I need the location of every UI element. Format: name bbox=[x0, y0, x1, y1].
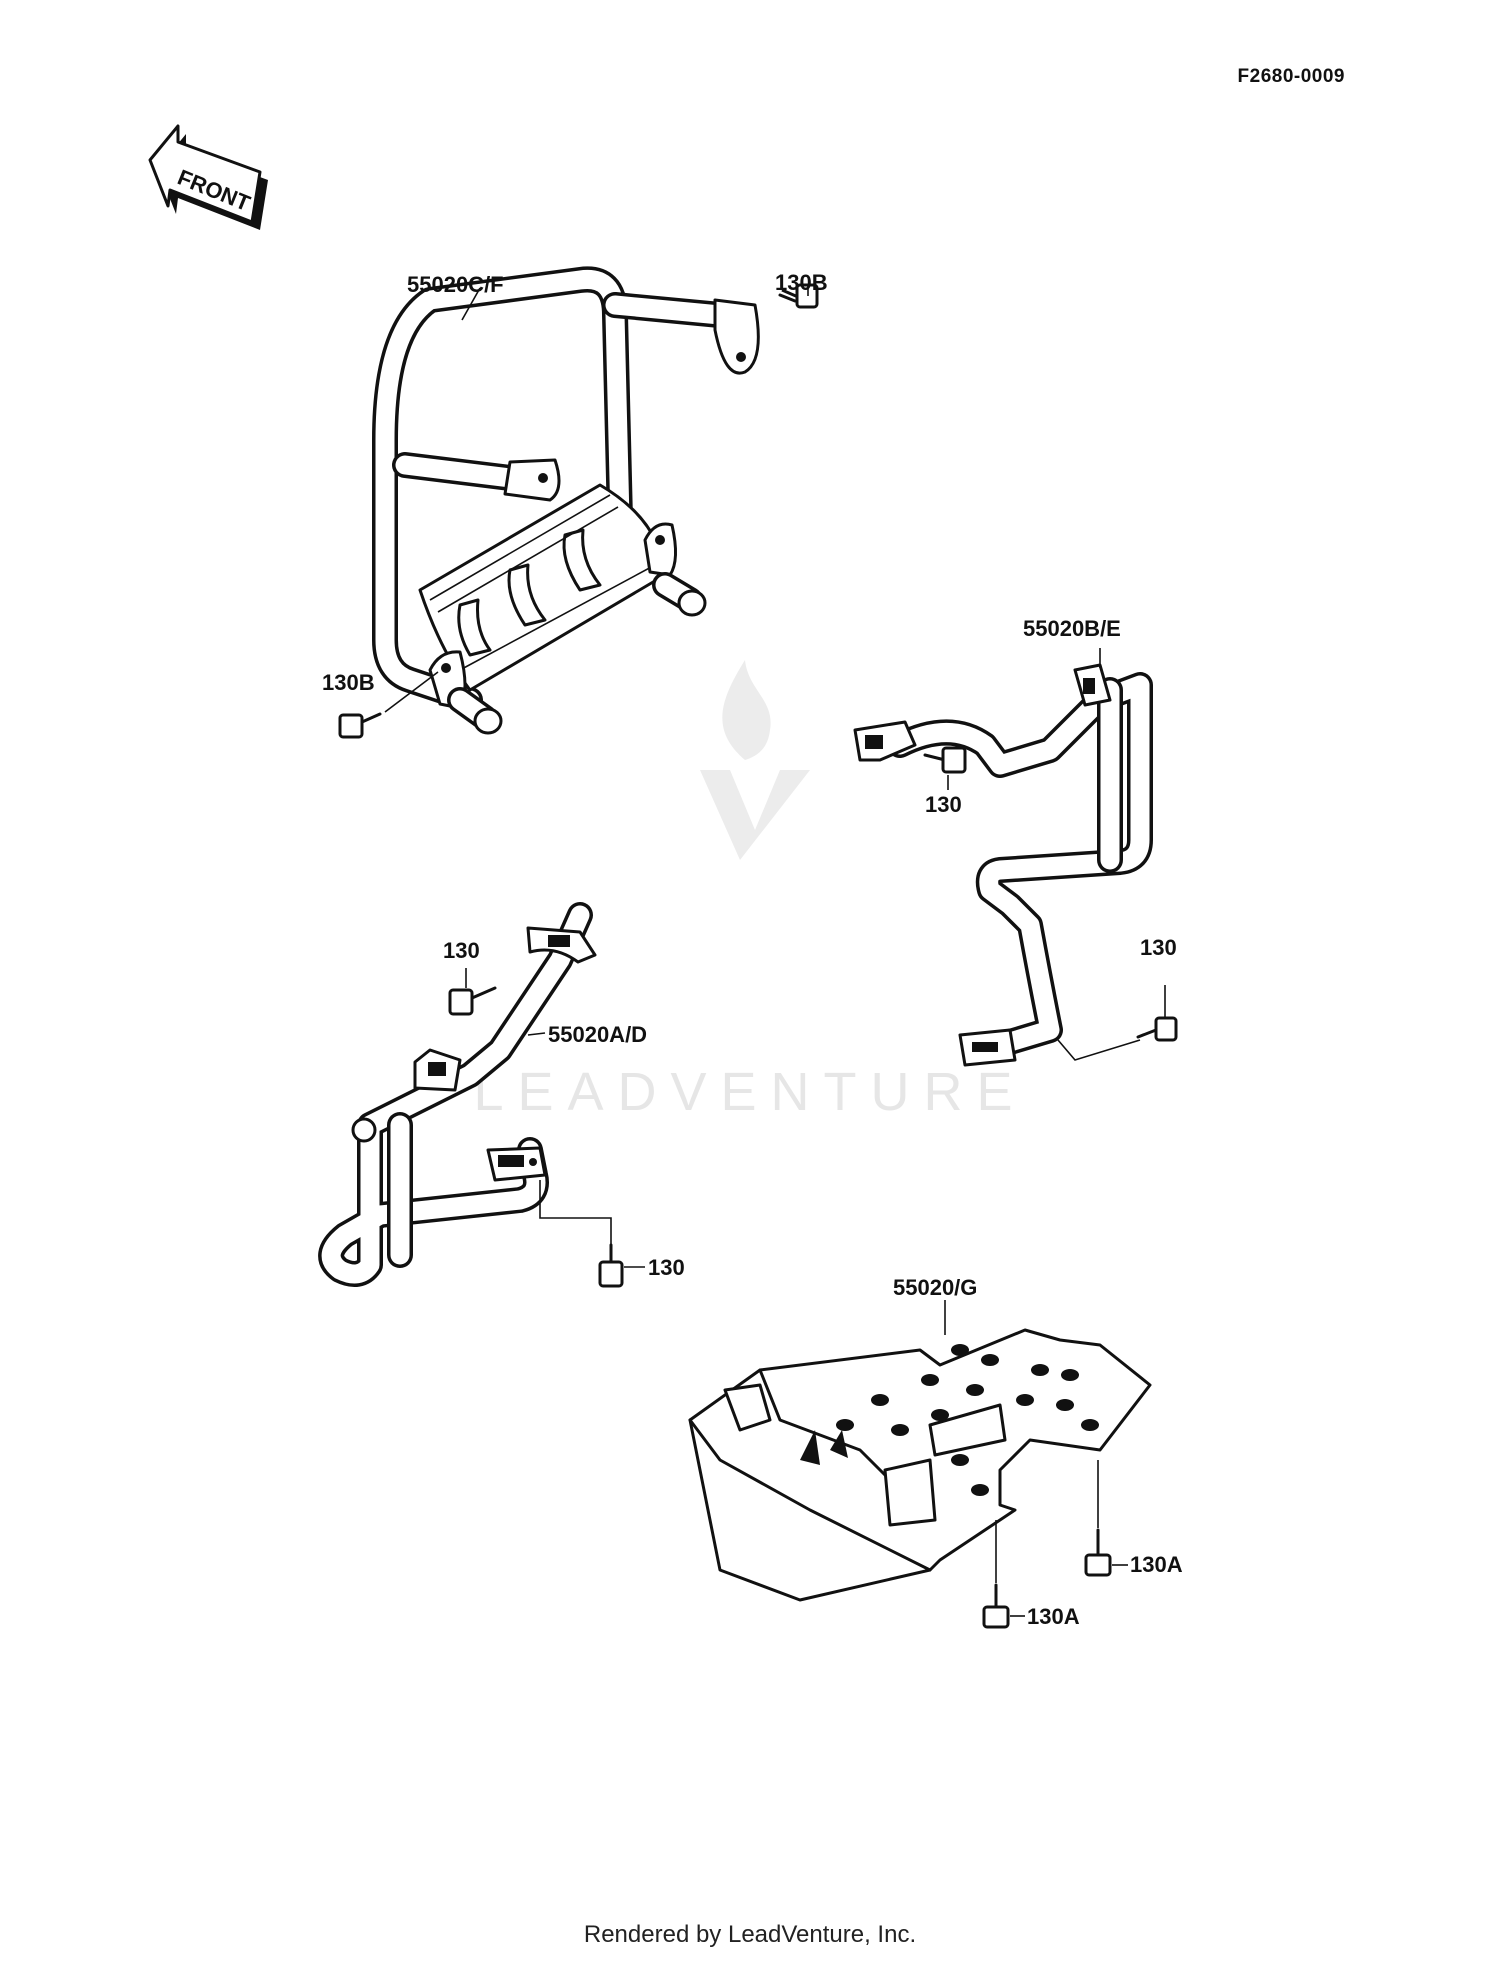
watermark-text: LEADVENTURE bbox=[473, 1062, 1026, 1122]
bolt-130a-left bbox=[982, 1583, 1010, 1629]
right-footguard-55020BE bbox=[853, 663, 1153, 1067]
left-footguard-55020AD bbox=[318, 902, 597, 1287]
callout-front-guard: 55020C/F bbox=[407, 272, 504, 297]
callout-left-footguard-bolt-lower: 130 bbox=[648, 1255, 685, 1280]
callout-front-guard-bolt-upper: 130B bbox=[775, 270, 828, 295]
bolt-130-left-lower bbox=[598, 1243, 624, 1288]
bolt-130-right-lower bbox=[1136, 1016, 1178, 1042]
skid-plate-55020G bbox=[688, 1328, 1152, 1602]
leadventure-watermark: LEADVENTURE bbox=[473, 660, 1026, 1122]
callout-left-footguard-bolt-upper: 130 bbox=[443, 938, 480, 963]
callout-skid-plate-bolt-left: 130A bbox=[1027, 1604, 1080, 1629]
callout-skid-plate: 55020/G bbox=[893, 1275, 977, 1300]
callout-right-footguard: 55020B/E bbox=[1023, 616, 1121, 641]
callout-skid-plate-bolt-right: 130A bbox=[1130, 1552, 1183, 1577]
bolt-130b-upper bbox=[778, 283, 819, 309]
bolt-130-right-upper bbox=[923, 746, 967, 774]
bolt-130-left-upper bbox=[448, 986, 497, 1016]
front-guard-55020CF bbox=[372, 266, 760, 735]
callout-front-guard-bolt-lower: 130B bbox=[322, 670, 375, 695]
front-direction-arrow: FRONT bbox=[148, 124, 268, 230]
callout-right-footguard-bolt-lower: 130 bbox=[1140, 935, 1177, 960]
callout-left-footguard: 55020A/D bbox=[548, 1022, 647, 1047]
bolt-130b-lower bbox=[338, 712, 382, 739]
bolt-130a-right bbox=[1084, 1528, 1112, 1577]
callout-right-footguard-bolt-upper: 130 bbox=[925, 792, 962, 817]
footer-credit: Rendered by LeadVenture, Inc. bbox=[584, 1921, 916, 1948]
diagram-code: F2680-0009 bbox=[1238, 66, 1345, 87]
